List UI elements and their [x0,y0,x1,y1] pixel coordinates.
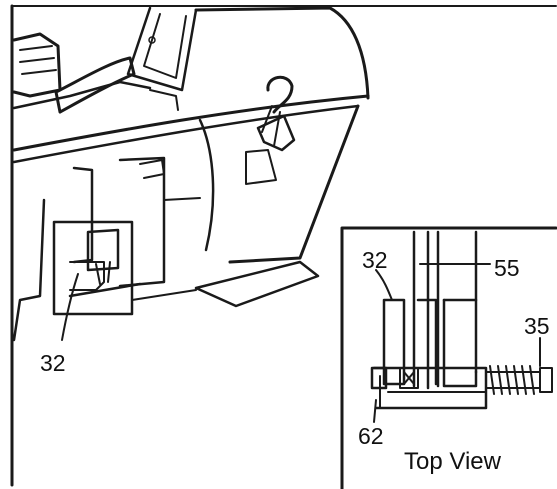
engine-housing [12,6,198,114]
inset-caption: Top View [404,448,502,475]
top-view-inset: 32 55 35 62 Top View [340,226,557,489]
callout-label-inset-62: 62 [358,423,384,449]
callout-label-inset-32: 32 [362,247,388,273]
leader-main-32 [61,273,79,341]
callout-label-inset-55: 55 [494,255,520,281]
inset-leaders [373,263,541,423]
mower-deck [12,6,370,264]
callout-label-main-32: 32 [40,350,66,376]
inset-bolt-62 [370,366,419,390]
callout-label-inset-35: 35 [524,313,550,339]
frame-border [10,4,557,487]
deck-latch [245,75,296,185]
inset-spring-35 [485,365,553,395]
detail-highlight-box [52,220,142,316]
ground-plate [131,260,320,308]
main-view-drawing: 32 [12,6,370,376]
